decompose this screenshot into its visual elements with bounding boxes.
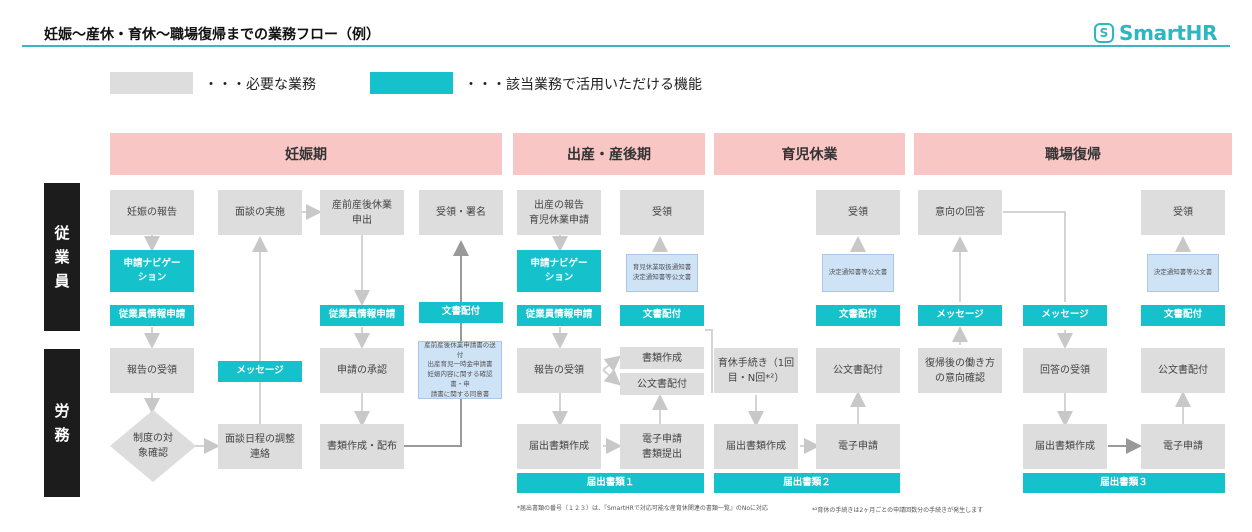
role-employee-char-1: 従 <box>54 224 70 242</box>
box-prenatal-leave-request: 産前産後休業 申出 <box>320 190 404 235</box>
feature-document-distribution-1: 文書配付 <box>419 302 503 323</box>
box-receipt-2: 受領 <box>816 190 900 235</box>
notice-bar-3: 届出書類３ <box>1023 473 1225 493</box>
box-answer-receipt: 回答の受領 <box>1023 348 1107 393</box>
footnote-1: *届出書類の番号（１２３）は、『SmartHRで対応可能な産育休関連の書類一覧』… <box>517 505 768 512</box>
phase-birth: 出産・産後期 <box>513 133 705 175</box>
box-notice-create-1: 届出書類作成 <box>517 424 601 469</box>
doc-card-prenatal: 産前産後休業申請書の送付 出産育児一時金申請書 妊娠内容に関する確認書・申 請書… <box>418 341 502 399</box>
box-interview-schedule: 面談日程の調整 連絡 <box>218 424 302 469</box>
role-employee-char-2: 業 <box>54 248 70 266</box>
feature-document-distribution-3: 文書配付 <box>816 305 900 326</box>
box-e-application-2: 電子申請 <box>816 424 900 469</box>
box-request-approval: 申請の承認 <box>320 348 404 393</box>
legend-teal-swatch <box>370 72 453 94</box>
title-underline <box>22 45 1230 47</box>
feature-employee-info-request-2: 従業員情報申請 <box>320 305 404 326</box>
feature-message-1: メッセージ <box>218 361 302 382</box>
box-intention-answer: 意向の回答 <box>918 190 1002 235</box>
footnote-2: *²育休の手続きは2ヶ月ごとの申請回数分の手続きが発生します <box>812 507 984 514</box>
doc-card-childcare: 育児休業取扱通知書 決定通知書等公文書 <box>626 254 698 292</box>
doc-card-decision-2: 決定通知書等公文書 <box>1147 254 1219 292</box>
notice-bar-2: 届出書類２ <box>714 473 900 493</box>
logo-text: SmartHR <box>1119 21 1218 45</box>
box-report-receipt-2: 報告の受領 <box>517 348 601 393</box>
feature-document-distribution-2: 文書配付 <box>620 305 704 326</box>
page-title: 妊娠〜産休・育休〜職場復帰までの業務フロー（例） <box>44 27 380 43</box>
feature-employee-info-request-1: 従業員情報申請 <box>110 305 194 326</box>
role-employee-char-3: 員 <box>54 272 70 290</box>
decision-system-check: 制度の対 象確認 <box>110 410 196 482</box>
box-interview: 面談の実施 <box>218 190 302 235</box>
box-docs-create-dist: 書類作成・配布 <box>320 424 404 469</box>
role-labor-char-1: 労 <box>54 402 70 420</box>
legend-gray-swatch <box>110 72 193 94</box>
box-e-application-1: 電子申請 書類提出 <box>620 424 704 469</box>
box-pregnancy-report: 妊娠の報告 <box>110 190 194 235</box>
feature-document-distribution-4: 文書配付 <box>1141 305 1225 326</box>
phase-pregnancy: 妊娠期 <box>110 133 502 175</box>
box-receipt-3: 受領 <box>1141 190 1225 235</box>
role-labor-char-2: 務 <box>54 426 70 444</box>
decision-diamond-shape <box>110 410 196 482</box>
phase-childcare-leave: 育児休業 <box>714 133 905 175</box>
notice-bar-1: 届出書類１ <box>517 473 704 493</box>
legend-teal-label: ・・・該当業務で活用いただける機能 <box>464 77 702 93</box>
smarthr-logo-icon: S <box>1094 23 1114 43</box>
box-official-docs-dist-small: 公文書配付 <box>620 373 704 395</box>
feature-message-2: メッセージ <box>918 305 1002 326</box>
box-birth-report: 出産の報告 育児休業申請 <box>517 190 601 235</box>
doc-card-decision-1: 決定通知書等公文書 <box>822 254 894 292</box>
legend-gray-label: ・・・必要な業務 <box>204 77 316 93</box>
role-labor: 労 務 <box>44 349 80 497</box>
role-employee: 従 業 員 <box>44 183 80 331</box>
phase-return: 職場復帰 <box>914 133 1232 175</box>
feature-employee-info-request-3: 従業員情報申請 <box>517 305 601 326</box>
box-return-work-style: 復帰後の働き方 の意向確認 <box>918 348 1002 393</box>
box-official-docs-dist-1: 公文書配付 <box>816 348 900 393</box>
feature-application-navigation-1: 申請ナビゲー ション <box>110 250 194 292</box>
box-e-application-3: 電子申請 <box>1141 424 1225 469</box>
box-receipt-1: 受領 <box>620 190 704 235</box>
decision-system-check-label: 制度の対 象確認 <box>133 433 173 459</box>
box-childcare-procedure: 育休手続き（1回 目・N回*²） <box>714 348 798 393</box>
box-notice-create-3: 届出書類作成 <box>1023 424 1107 469</box>
box-notice-create-2: 届出書類作成 <box>714 424 798 469</box>
smarthr-logo: S SmartHR <box>1094 20 1218 46</box>
box-docs-create: 書類作成 <box>620 347 704 369</box>
box-receipt-sign: 受領・署名 <box>419 190 503 235</box>
feature-application-navigation-2: 申請ナビゲー ション <box>517 250 601 292</box>
box-official-docs-dist-2: 公文書配付 <box>1141 348 1225 393</box>
feature-message-3: メッセージ <box>1023 305 1107 326</box>
box-report-receipt-1: 報告の受領 <box>110 348 194 393</box>
